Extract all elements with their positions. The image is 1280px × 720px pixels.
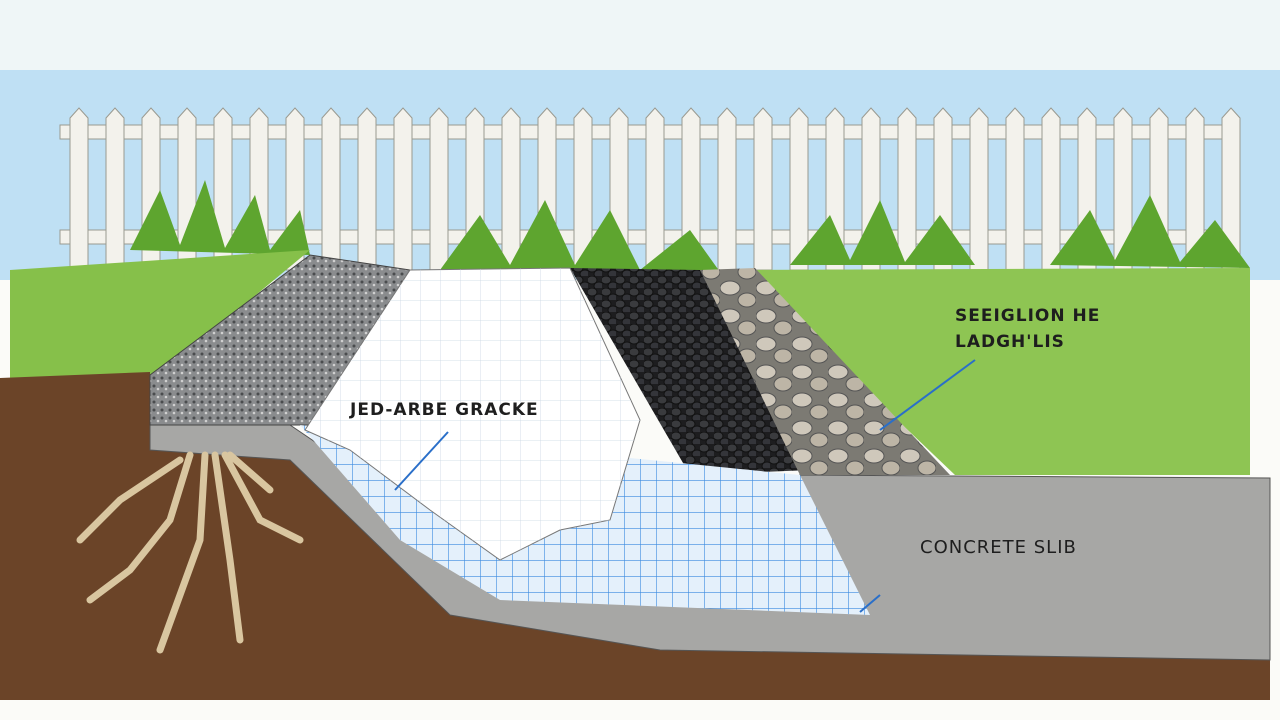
grass-clumps bbox=[130, 180, 1250, 272]
black-stones bbox=[570, 268, 810, 475]
fence-picket bbox=[897, 107, 917, 271]
fence-picket bbox=[393, 107, 413, 271]
fence-picket bbox=[105, 107, 125, 271]
fence-picket bbox=[501, 107, 521, 271]
grass-right bbox=[740, 268, 1250, 475]
fence-picket bbox=[1041, 107, 1061, 271]
leader-lines bbox=[394, 359, 976, 613]
fence-picket bbox=[429, 107, 449, 271]
fence-picket bbox=[321, 107, 341, 271]
concrete-label: CONCRETE SLIB bbox=[920, 537, 1077, 558]
fence-picket bbox=[753, 107, 773, 271]
tree-roots bbox=[76, 451, 304, 654]
fabric-label: JED-ARBE GRACKE bbox=[350, 400, 539, 420]
fence-picket bbox=[789, 107, 809, 271]
fence-picket bbox=[357, 107, 377, 271]
fence-picket bbox=[645, 107, 665, 271]
soil bbox=[0, 372, 1270, 700]
stone-label-line2: LADGH'LIS bbox=[955, 332, 1065, 352]
fence-picket bbox=[717, 107, 737, 271]
fence-picket bbox=[969, 107, 989, 271]
fence-picket bbox=[69, 107, 89, 271]
fence-picket bbox=[1005, 107, 1025, 271]
stone-label-line1: SEEIGLION HE bbox=[955, 306, 1101, 326]
grass-left bbox=[10, 250, 310, 380]
